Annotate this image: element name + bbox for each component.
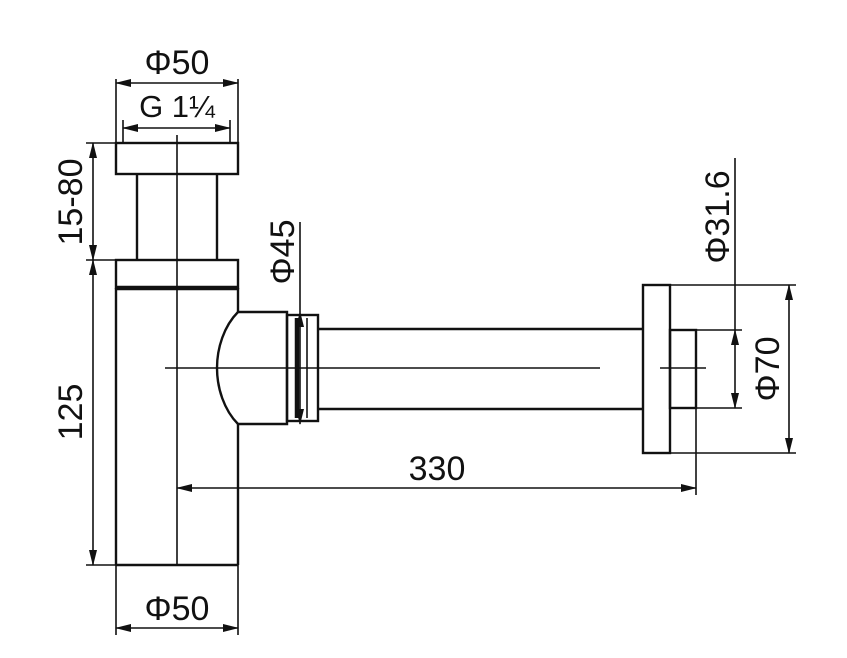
dim-thread: G 1¼: [122, 89, 231, 143]
dim-body-height: 125: [52, 259, 116, 566]
dim-label-flange-diameter: Φ70: [749, 337, 787, 402]
dim-top-diameter: Φ50: [115, 44, 239, 143]
horizontal-pipe: [165, 327, 643, 411]
dim-label-height-adjust: 15-80: [52, 159, 90, 246]
trap-body: [114, 135, 240, 567]
dim-label-top-diameter: Φ50: [145, 44, 210, 82]
dim-height-adjust: 15-80: [52, 142, 116, 261]
dim-label-pipe-length: 330: [409, 450, 466, 488]
dim-flange-diameter: Φ70: [670, 284, 796, 454]
dim-nut-diameter: Φ45: [264, 220, 304, 425]
dim-label-nut-diameter: Φ45: [264, 220, 302, 285]
dim-pipe-diameter: Φ31.6: [670, 158, 742, 409]
dim-label-pipe-diameter: Φ31.6: [699, 170, 737, 263]
dim-label-bottom-diameter: Φ50: [145, 590, 210, 628]
dim-label-thread: G 1¼: [139, 89, 216, 124]
dim-bottom-diameter: Φ50: [115, 565, 239, 635]
dim-pipe-length: 330: [176, 408, 697, 495]
dim-label-body-height: 125: [52, 384, 90, 441]
